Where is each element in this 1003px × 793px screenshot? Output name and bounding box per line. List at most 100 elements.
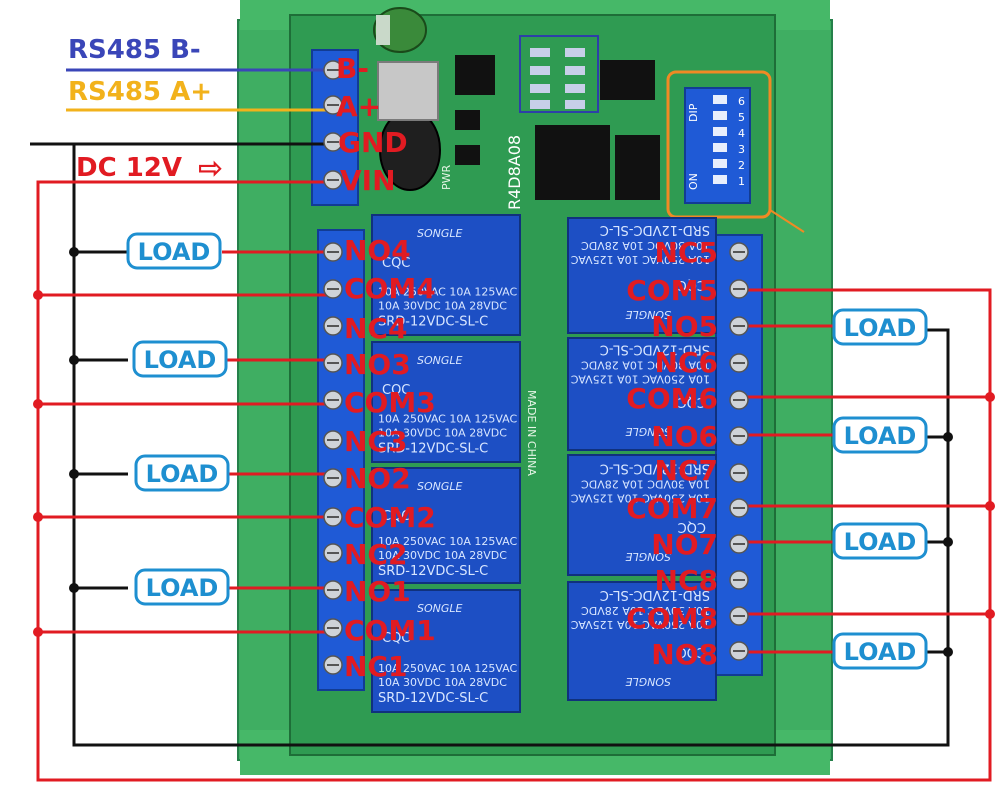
relay-ratings-2: 10A 30VDC 10A 28VDC — [378, 426, 507, 439]
terminal-screw — [323, 468, 343, 488]
dip-on-label: ON — [687, 173, 700, 190]
rs485-a-label: RS485 A+ — [68, 77, 212, 107]
dip-toggle — [713, 95, 727, 104]
left-terminal-block — [317, 229, 365, 691]
relay-ratings-1: 10A 250VAC 10A 125VAC — [570, 618, 710, 631]
dip-number: 3 — [738, 143, 745, 156]
terminal-screw — [323, 242, 343, 262]
right-terminal-block — [715, 234, 763, 676]
relay-ratings-2: 10A 30VDC 10A 28VDC — [378, 299, 507, 312]
relay-mark: CQC — [678, 394, 706, 409]
relay-ratings-2: 10A 30VDC 10A 28VDC — [581, 604, 710, 617]
power-terminal-label: GND — [338, 126, 408, 159]
terminal-screw — [323, 507, 343, 527]
relay-ratings-1: 10A 250VAC 10A 125VAC — [570, 253, 710, 266]
terminal-screw — [323, 132, 343, 152]
relay-brand: SONGLE — [625, 425, 671, 438]
relay-ratings-2: 10A 30VDC 10A 28VDC — [581, 478, 710, 491]
relay-brand: SONGLE — [417, 354, 463, 367]
terminal-screw — [729, 242, 749, 262]
right-terminal-label: NC5 — [655, 236, 718, 269]
dc-arrow-icon: ⇨ — [198, 151, 223, 186]
wire-red-loop — [36, 180, 992, 782]
left-terminal-label: NO1 — [344, 575, 411, 608]
relay-ratings-1: 10A 250VAC 10A 125VAC — [378, 535, 518, 548]
relay-ratings-2: 10A 30VDC 10A 28VDC — [581, 239, 710, 252]
dip-toggle — [713, 143, 727, 152]
terminal-screw — [323, 430, 343, 450]
load-label: LOAD — [844, 528, 917, 556]
wires — [30, 68, 995, 782]
right-terminal-label: NO8 — [651, 638, 718, 671]
relay-ratings-1: 10A 250VAC 10A 125VAC — [570, 492, 710, 505]
relay-ratings-2: 10A 30VDC 10A 28VDC — [378, 549, 507, 562]
board-made-in: MADE IN CHINA — [525, 390, 538, 476]
terminal-screw — [729, 390, 749, 410]
load-box: LOAD — [134, 568, 230, 606]
load-box: LOAD — [132, 340, 228, 378]
terminal-screws — [323, 60, 749, 675]
ic-chip-3 — [535, 125, 610, 200]
dip-number: 2 — [738, 159, 745, 172]
dc-supply-label: DC 12V — [76, 153, 182, 183]
led-array — [519, 35, 599, 113]
load-box: LOAD — [126, 232, 222, 270]
load-boxes: LOAD LOAD LOAD LOAD LOAD LOAD LOAD LOAD — [126, 232, 928, 670]
relay-model: SRD-12VDC-SL-C — [600, 341, 710, 356]
left-terminal-label: NC1 — [344, 650, 407, 683]
relay-mark: CQC — [382, 509, 410, 524]
left-terminal-label: COM1 — [344, 614, 436, 647]
dip-toggle — [713, 159, 727, 168]
relay-model: SRD-12VDC-SL-C — [378, 314, 488, 329]
relay-model: SRD-12VDC-SL-C — [600, 587, 710, 602]
relay-model: SRD-12VDC-SL-C — [378, 691, 488, 706]
capacitor — [373, 7, 427, 53]
load-label: LOAD — [844, 314, 917, 342]
terminal-screw — [323, 390, 343, 410]
left-terminal-label: COM2 — [344, 501, 436, 534]
dip-number: 4 — [738, 127, 745, 140]
relay-mark: CQC — [678, 277, 706, 292]
terminal-screw — [729, 534, 749, 554]
dip-number: 5 — [738, 111, 745, 124]
load-label: LOAD — [138, 238, 211, 266]
terminal-screw — [729, 570, 749, 590]
terminal-screw — [323, 279, 343, 299]
load-box: LOAD — [832, 522, 928, 560]
load-label: LOAD — [844, 638, 917, 666]
load-box: LOAD — [134, 454, 230, 492]
relay-ratings-1: 10A 250VAC 10A 125VAC — [570, 372, 710, 385]
right-terminal-label: NC6 — [655, 346, 718, 379]
right-terminal-label: NO5 — [651, 310, 718, 343]
load-box: LOAD — [832, 632, 928, 670]
board-model: R4D8A08 — [505, 135, 524, 210]
right-terminal-label: NC8 — [655, 564, 718, 597]
load-box: LOAD — [832, 416, 928, 454]
left-terminal-label: NC4 — [344, 312, 407, 345]
terminal-screw — [729, 463, 749, 483]
right-terminal-label: NO7 — [651, 528, 718, 561]
ic-chip-5 — [455, 110, 480, 130]
relay-ratings-2: 10A 30VDC 10A 28VDC — [581, 358, 710, 371]
voltage-regulator — [377, 61, 439, 121]
left-terminal-label: COM3 — [344, 386, 436, 419]
relay-ratings-1: 10A 250VAC 10A 125VAC — [378, 412, 518, 425]
relay-mark: CQC — [678, 519, 706, 534]
relay-ratings-2: 10A 30VDC 10A 28VDC — [378, 676, 507, 689]
terminal-screw — [729, 426, 749, 446]
terminal-screw — [323, 60, 343, 80]
relay-brand: SONGLE — [625, 675, 671, 688]
terminal-screw — [729, 498, 749, 518]
ic-chip-4 — [615, 135, 660, 200]
relay-brand: SONGLE — [417, 480, 463, 493]
relay-ratings-1: 10A 250VAC 10A 125VAC — [378, 285, 518, 298]
